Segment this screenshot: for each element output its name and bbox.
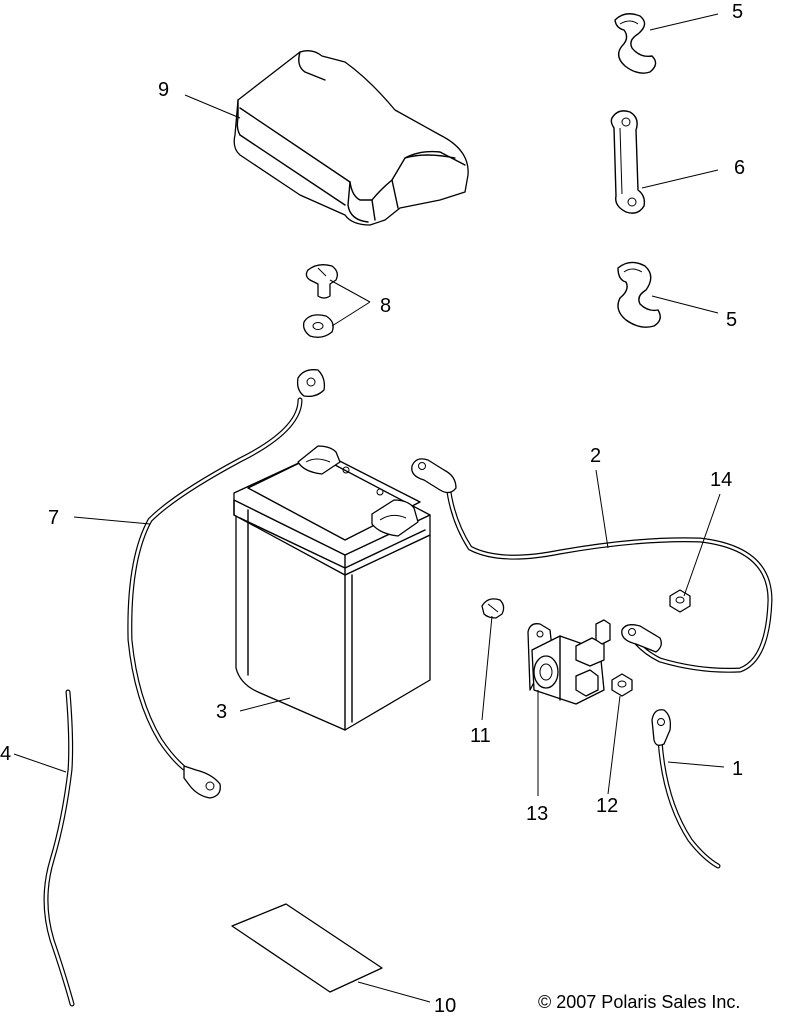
callout-5-bottom: 5	[726, 309, 737, 331]
callout-9: 9	[158, 79, 169, 101]
ground-cable	[651, 709, 721, 869]
callout-12: 12	[596, 795, 618, 817]
decal	[231, 903, 383, 993]
link-strap	[610, 110, 646, 214]
bolt-and-washer	[302, 264, 338, 338]
callout-3: 3	[216, 701, 227, 723]
copyright-notice: © 2007 Polaris Sales Inc.	[538, 992, 740, 1012]
negative-cable	[127, 369, 326, 799]
battery-cover	[233, 50, 469, 226]
callout-10: 10	[434, 995, 456, 1015]
callout-7: 7	[48, 507, 59, 529]
callout-1: 1	[732, 758, 743, 780]
nut-14	[669, 589, 691, 613]
callout-8: 8	[380, 295, 391, 317]
clip-top	[614, 13, 657, 74]
callout-2: 2	[590, 445, 601, 467]
battery	[233, 445, 431, 731]
nut-12	[611, 673, 633, 697]
callout-13: 13	[526, 803, 548, 825]
callout-4: 4	[0, 743, 11, 765]
harness-cable	[43, 689, 75, 1007]
clip-bottom	[617, 261, 661, 328]
leader-lines	[13, 13, 725, 1003]
solenoid	[527, 619, 611, 705]
callout-6: 6	[734, 157, 745, 179]
callout-11: 11	[470, 725, 491, 747]
callout-14: 14	[710, 469, 732, 491]
callout-5-top: 5	[732, 1, 743, 23]
callouts: 9 5 6 5 8 7 2 14 3 4 11 13 12 1 10 © 200…	[0, 1, 745, 1017]
screw	[481, 598, 505, 619]
positive-cable	[411, 458, 773, 673]
